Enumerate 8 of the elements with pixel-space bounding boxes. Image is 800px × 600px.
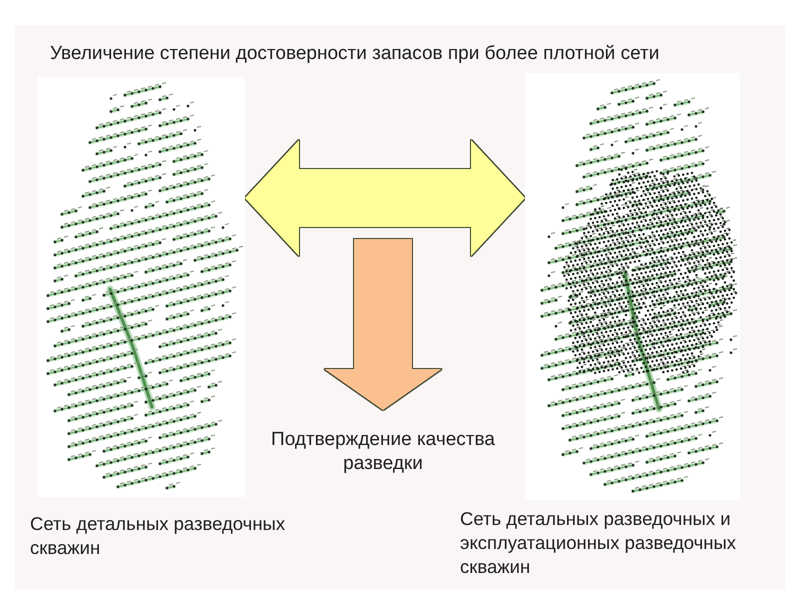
well-network-map (525, 73, 740, 500)
result-label: Подтверждение качества разведки (258, 410, 508, 476)
title: Увеличение степени достоверности запасов при более плотной сети (50, 42, 660, 66)
map-caption: Сеть детальных разведочных и эксплуатационных разведочных скважин (460, 507, 738, 579)
block-arrow (324, 239, 442, 410)
well-network-map (38, 77, 245, 497)
map-caption: Сеть детальных разведочных скважин (30, 512, 286, 560)
block-double-arrow (245, 140, 525, 256)
